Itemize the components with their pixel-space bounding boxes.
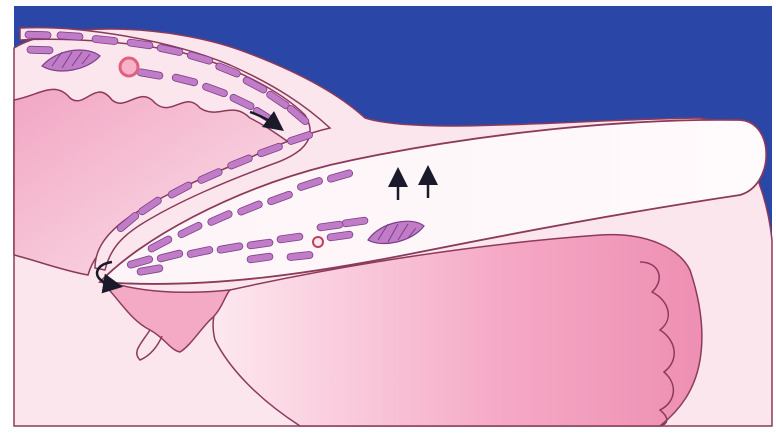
cell [25, 31, 51, 39]
cell [57, 32, 83, 41]
cell [27, 46, 53, 54]
sperm-cell-icon [313, 237, 323, 247]
sperm-cell-icon [120, 58, 138, 76]
